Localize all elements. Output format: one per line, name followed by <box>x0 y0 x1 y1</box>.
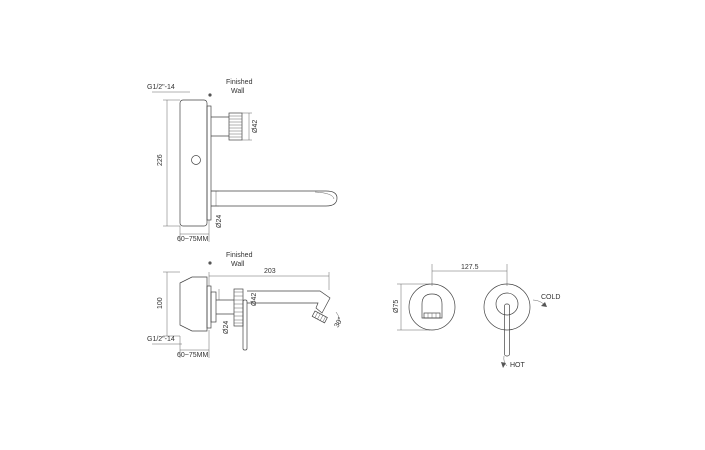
side-spout-length-label: 203 <box>264 268 276 275</box>
front-cold-label: COLD <box>541 294 560 301</box>
front-mixer-knob <box>495 292 519 316</box>
side-handle-lever <box>242 299 248 351</box>
top-wall-dot <box>208 93 212 97</box>
top-height-label: 226 <box>157 154 164 166</box>
front-view: 127.5 Ø75 COLD HOT <box>393 264 560 369</box>
top-finished-label: Finished <box>226 79 253 86</box>
side-dia42-label: Ø42 <box>251 293 258 306</box>
front-spout-plate <box>408 283 456 331</box>
top-wall-label: Wall <box>231 88 245 95</box>
top-dia24-label: Ø24 <box>216 215 223 228</box>
top-valve-body <box>179 99 208 227</box>
top-spout <box>211 190 338 207</box>
side-angle-arc <box>335 311 340 326</box>
top-thread-label: G1/2"-14 <box>147 84 175 91</box>
top-knurled-cartridge <box>228 112 243 141</box>
side-wall-plate <box>206 285 212 329</box>
front-dia75-label: Ø75 <box>393 300 400 313</box>
top-dia42-label: Ø42 <box>252 120 259 133</box>
side-thread-label: G1/2"-14 <box>147 336 175 343</box>
side-knurled-ring <box>233 288 244 327</box>
side-wall-label: Wall <box>231 261 245 268</box>
side-dia24-label: Ø24 <box>223 321 230 334</box>
side-angle-label: 30° <box>333 316 345 329</box>
side-finished-label: Finished <box>226 252 253 259</box>
front-hot-label: HOT <box>510 362 526 369</box>
front-mixer-lever <box>504 303 510 357</box>
side-knurl-lines <box>234 291 243 324</box>
front-mixer-plate <box>483 283 531 331</box>
front-spout-outlet <box>421 293 443 319</box>
top-knurl-lines <box>229 115 242 138</box>
front-spacing-label: 127.5 <box>461 264 479 271</box>
side-depth-label: 60~75MM <box>177 352 208 359</box>
side-wall-dot <box>208 261 212 265</box>
side-view: Finished Wall 203 100 G1/2"-14 <box>147 252 345 359</box>
side-valve-body <box>179 276 208 332</box>
top-wall-plate <box>206 105 212 221</box>
top-valve-port <box>191 155 201 165</box>
front-hot-arrow <box>503 355 508 367</box>
side-aerator <box>311 310 328 324</box>
side-spout <box>247 290 331 314</box>
top-view: G1/2"-14 Finished Wall 226 <box>147 79 338 243</box>
top-depth-label: 60~75MM <box>177 236 208 243</box>
side-height-label: 100 <box>157 297 164 309</box>
